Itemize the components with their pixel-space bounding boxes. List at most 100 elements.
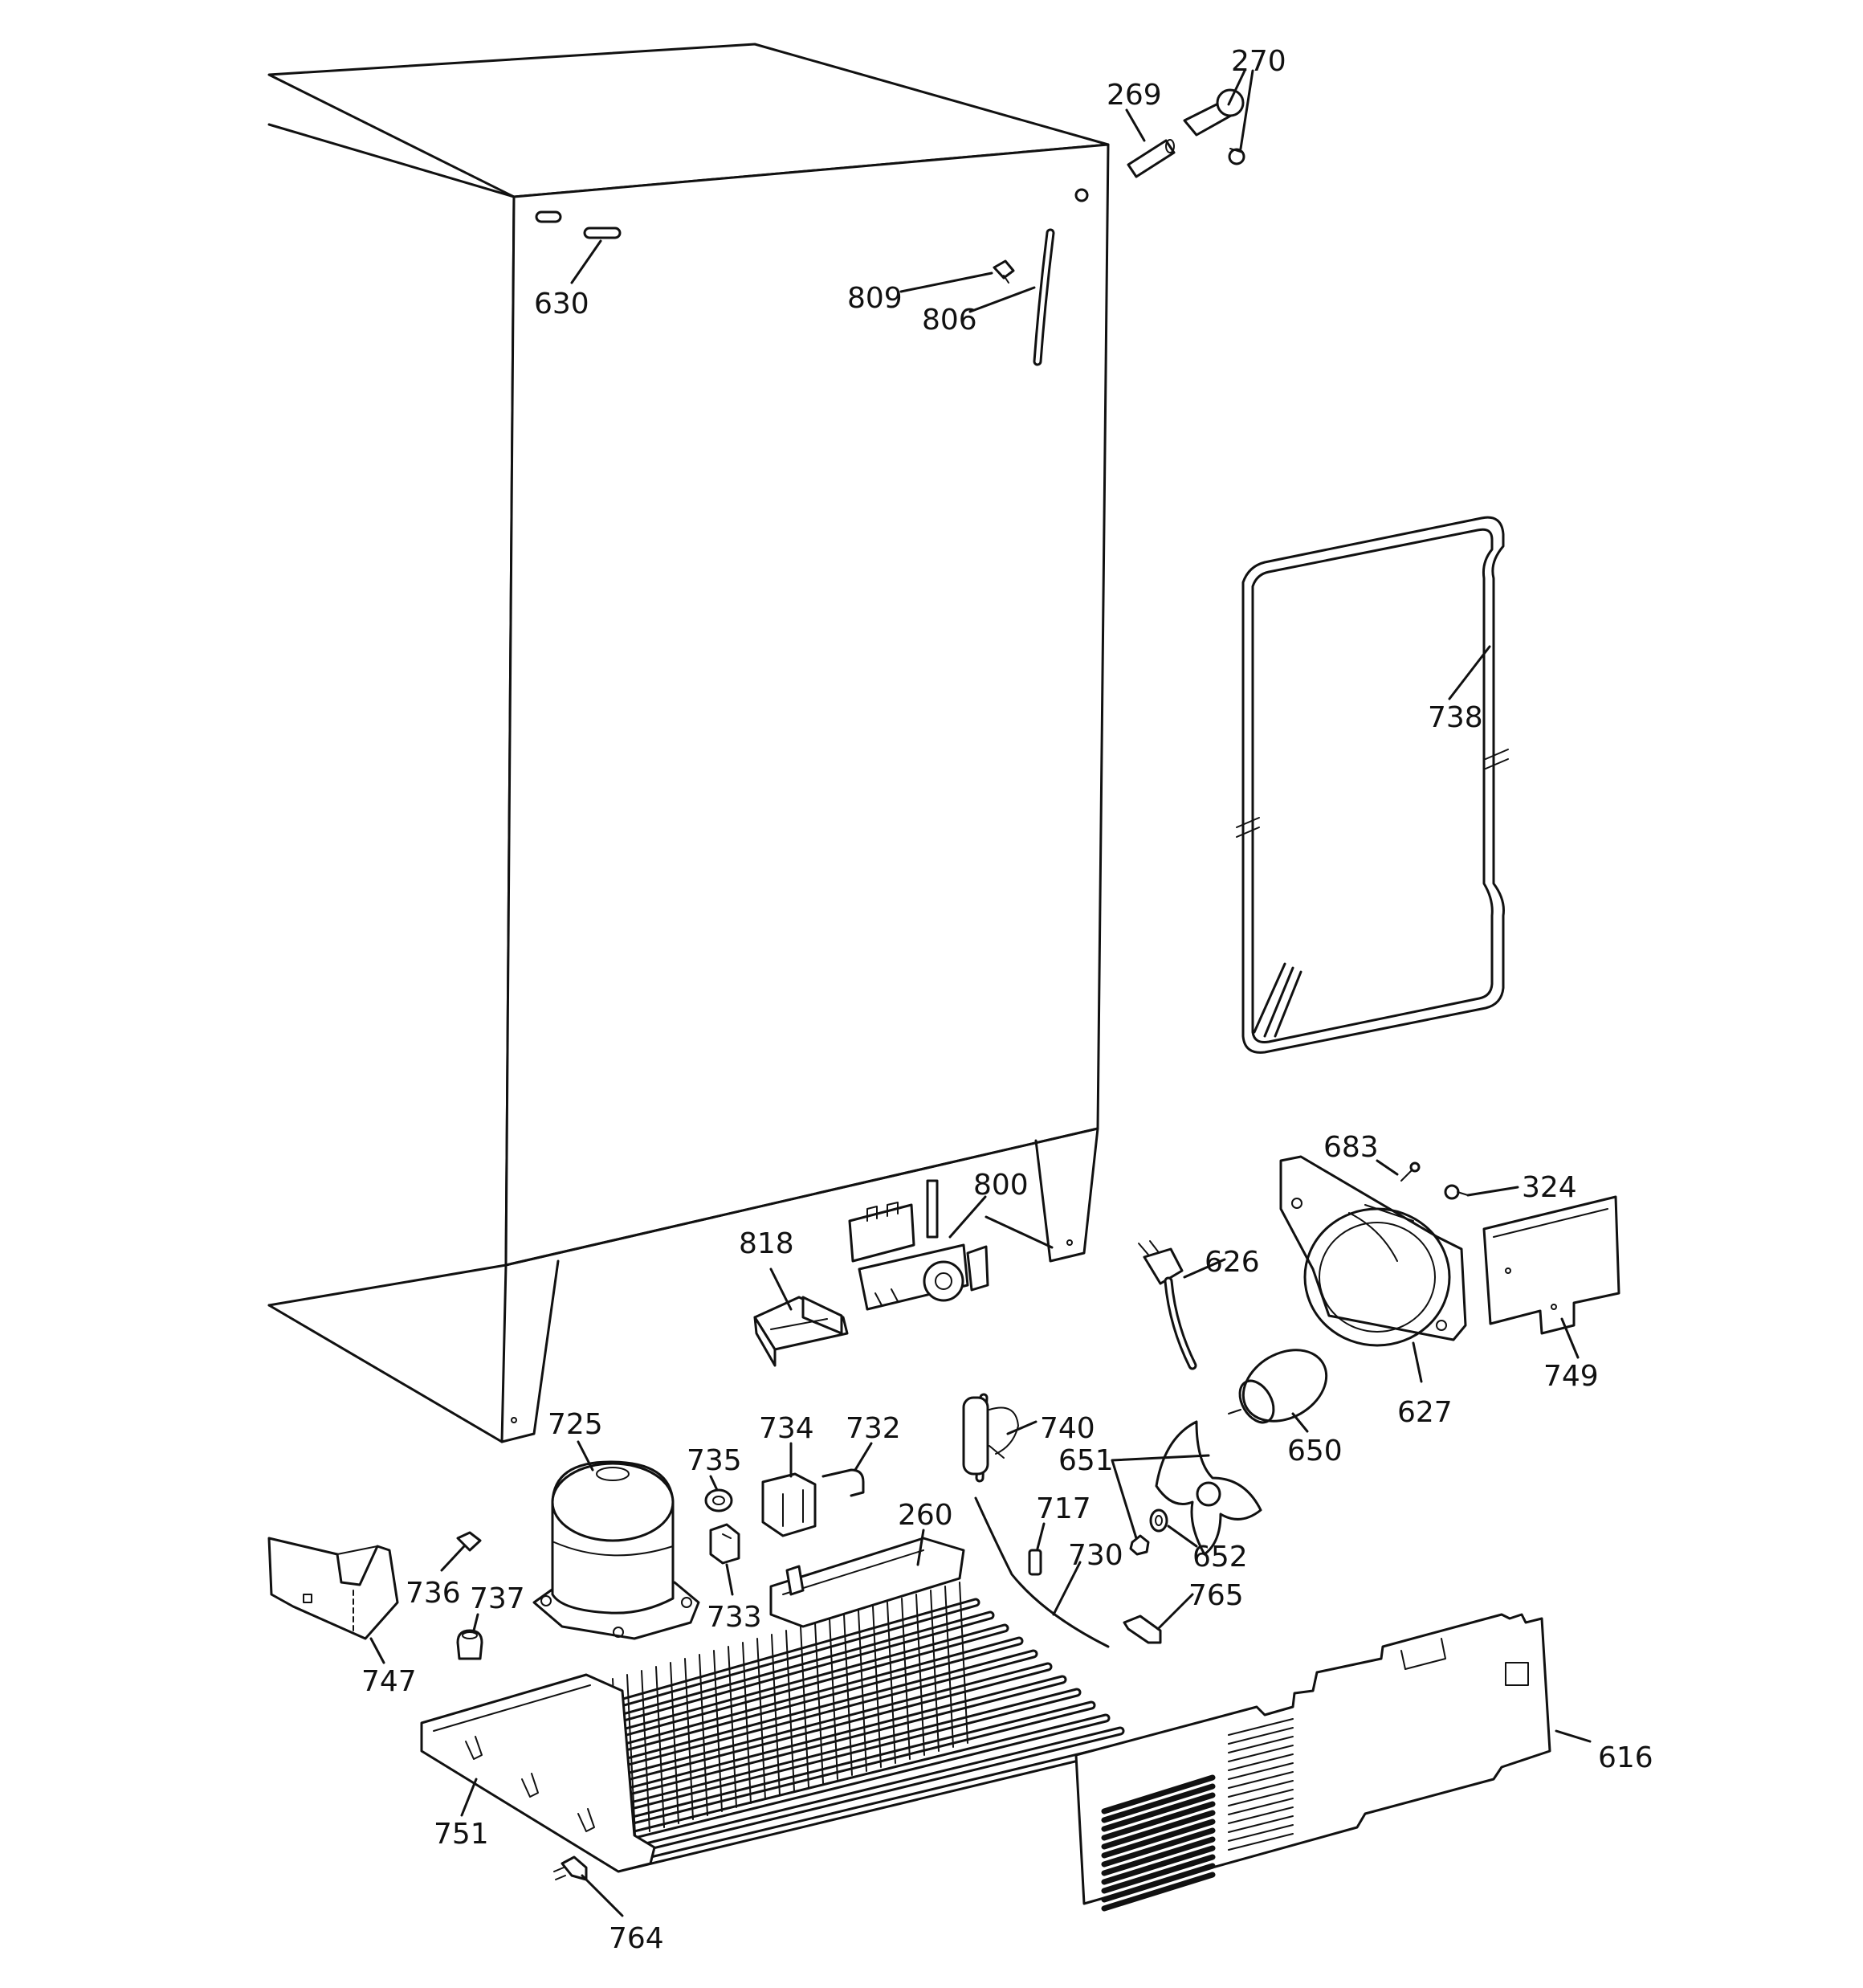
dryer [962,1393,1019,1483]
grille-slot [1101,1836,1216,1876]
coil-fin [626,1674,636,1836]
coil-fin [959,1582,968,1744]
label-651: 651 [1058,1444,1114,1477]
label-324: 324 [1522,1171,1577,1204]
grille-vent [1228,1753,1294,1771]
grille-slot [1101,1774,1216,1815]
wire-clip [821,1468,865,1497]
mounting-bracket [753,1296,849,1367]
grille-slot [1101,1845,1216,1885]
coil-row-highlight [629,1741,1137,1868]
label-732: 732 [846,1412,901,1445]
access-cover [1482,1195,1620,1335]
label-809: 809 [847,282,903,315]
coil-fin [872,1606,882,1768]
fan-shroud [1279,1155,1467,1347]
coil-fin [728,1646,737,1808]
base-pan [420,1673,656,1873]
label-725: 725 [548,1408,603,1441]
coil-fin [843,1614,853,1776]
coil-row-highlight [590,1639,1021,1758]
coil-row-highlight [600,1664,1050,1786]
coil-row-highlight [576,1600,978,1717]
label-806: 806 [922,304,977,337]
grommet-737 [456,1629,483,1660]
hold-down-clip [1123,1614,1162,1644]
compressor [532,1460,700,1640]
relay-clip [1028,1549,1042,1576]
compressor-cover [267,1537,399,1640]
label-736: 736 [406,1577,461,1610]
label-734: 734 [759,1412,814,1445]
label-735: 735 [687,1444,742,1477]
coil-fin [742,1642,752,1804]
label-630: 630 [534,288,589,320]
pivot-pin [1127,139,1176,178]
grille-vent [1228,1736,1294,1753]
label-626: 626 [1205,1246,1260,1279]
coil-fin [713,1650,723,1812]
label-751: 751 [434,1818,489,1851]
nut [1129,1534,1150,1556]
coil-row-highlight [585,1626,1007,1745]
grille-vent [1228,1780,1294,1798]
label-800: 800 [973,1169,1029,1202]
coil-fin [684,1658,694,1820]
screw [1400,1161,1421,1182]
label-627: 627 [1397,1396,1453,1429]
coil-fin [641,1670,650,1832]
part-labels: 269 270 630 809 806 738 683 324 800 818 … [361,45,1653,1955]
label-764: 764 [609,1922,664,1955]
label-717: 717 [1036,1492,1091,1525]
leader-lines [369,69,1592,1917]
coil-row-highlight [581,1613,993,1731]
label-683: 683 [1323,1131,1379,1164]
tube-clip [993,259,1015,284]
grommet-736 [456,1531,482,1552]
label-765: 765 [1188,1579,1244,1612]
label-738: 738 [1428,701,1483,734]
coil-fin [670,1662,679,1824]
coil-fin [814,1622,824,1784]
start-relay [709,1523,740,1565]
label-747: 747 [361,1665,417,1698]
label-652: 652 [1192,1541,1248,1574]
label-740: 740 [1040,1412,1095,1445]
label-269: 269 [1107,79,1162,112]
coil-fin [655,1666,665,1828]
coil-row-highlight [624,1729,1123,1854]
label-818: 818 [739,1227,794,1260]
coil-fin [915,1594,925,1756]
hinge-assembly [1183,88,1245,165]
power-cord [1138,1240,1197,1370]
coil-fin [858,1610,867,1772]
coil-fin [829,1618,838,1780]
coil-row-highlight [595,1651,1036,1772]
label-749: 749 [1543,1360,1599,1393]
grille-slot [1101,1810,1216,1850]
screw-324 [1444,1184,1469,1200]
coil-fin [785,1630,795,1792]
condenser-coil [573,1496,1139,1870]
grille-vent [1228,1806,1294,1824]
heater-loop [1236,516,1509,1054]
grille-slot [1101,1827,1216,1868]
fan-blade [1155,1420,1262,1556]
grille-slot [1101,1872,1216,1912]
overload-protector [704,1488,733,1512]
label-733: 733 [707,1601,762,1634]
washer [1149,1508,1168,1533]
drain-pan [769,1537,965,1628]
coil-fin [699,1654,708,1816]
grille-vent [1228,1762,1294,1780]
grille-slot [1101,1863,1216,1903]
grille-vent [1228,1798,1294,1815]
label-650: 650 [1287,1435,1343,1468]
coil-fin [756,1638,766,1800]
coil-fin [887,1602,896,1764]
label-737: 737 [470,1582,525,1615]
label-730: 730 [1068,1539,1123,1572]
grille-slot [1101,1819,1216,1859]
coil-fin [800,1626,809,1788]
